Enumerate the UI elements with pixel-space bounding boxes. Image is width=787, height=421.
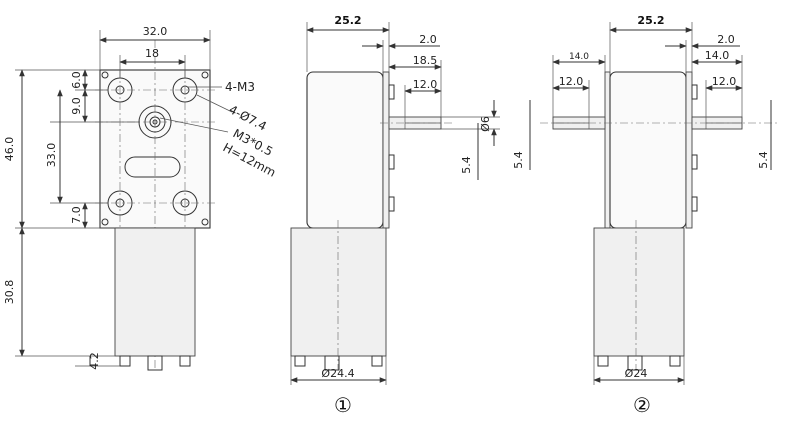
dim-terminal: 4.2 <box>88 352 101 370</box>
callout-screws: 4-M3 <box>225 80 255 94</box>
dim-left-reach: 14.0 <box>569 52 589 62</box>
terminal <box>179 355 191 367</box>
screw-icon <box>201 218 209 226</box>
gearbox-plate <box>382 71 390 229</box>
dim-left-shaft: 12.0 <box>559 75 584 88</box>
dim-bottom-offset: 7.0 <box>70 206 83 224</box>
dim-right-shaft: 12.0 <box>712 75 737 88</box>
dim-flat: 5.4 <box>460 156 473 174</box>
dim-shaft-reach: 18.5 <box>413 54 438 67</box>
bosses <box>691 84 698 212</box>
dim-hole-spacing: 18 <box>145 47 159 60</box>
dim-shaft-length: 12.0 <box>413 78 438 91</box>
motor-body <box>114 227 196 357</box>
dim-height: 46.0 <box>3 137 16 162</box>
right-plate <box>685 71 693 229</box>
motor-shaft-end <box>147 355 163 371</box>
view-label-2: ② <box>633 393 651 417</box>
slot <box>124 156 181 178</box>
dim-gearbox-width: 25.2 <box>334 14 361 27</box>
dim-left-flat: 5.4 <box>512 151 525 169</box>
screw-icon <box>101 218 109 226</box>
side-view-2: 25.2 2.0 14.0 12.0 14.0 12.0 5.4 5.4 Ø24… <box>512 14 780 417</box>
screw-icon <box>201 71 209 79</box>
screw-icon <box>101 71 109 79</box>
motor-body <box>290 227 387 357</box>
front-view: 32.0 18 46.0 30.8 6.0 9.0 33.0 7.0 4.2 4… <box>3 25 278 371</box>
dim-hole-vertical: 33.0 <box>45 143 58 168</box>
gearbox-body <box>306 71 384 229</box>
dim-motor-dia: Ø24.4 <box>321 367 354 380</box>
callout-bosses: 4-Ø7.4 <box>227 102 269 133</box>
dim-gearbox-width: 25.2 <box>637 14 664 27</box>
dim-right-flat: 5.4 <box>757 151 770 169</box>
left-plate <box>604 71 611 229</box>
corner-screws <box>101 71 209 226</box>
terminal <box>119 355 131 367</box>
side-view-1: 25.2 2.0 18.5 12.0 Ø6 5.4 Ø24.4 ① <box>290 14 500 417</box>
dim-motor-length: 30.8 <box>3 280 16 305</box>
dim-plate: 2.0 <box>717 33 735 46</box>
dim-width: 32.0 <box>143 25 168 38</box>
dim-motor-dia: Ø24 <box>625 367 648 380</box>
dim-shaft-offset: 9.0 <box>70 97 83 115</box>
view-label-1: ① <box>334 393 352 417</box>
dim-plate: 2.0 <box>419 33 437 46</box>
gearbox-body <box>609 71 687 229</box>
dim-top-offset: 6.0 <box>70 71 83 89</box>
bosses <box>388 84 395 212</box>
dim-shaft-dia: Ø6 <box>479 116 492 132</box>
motor-body <box>593 227 685 357</box>
dim-right-reach: 14.0 <box>705 49 730 62</box>
